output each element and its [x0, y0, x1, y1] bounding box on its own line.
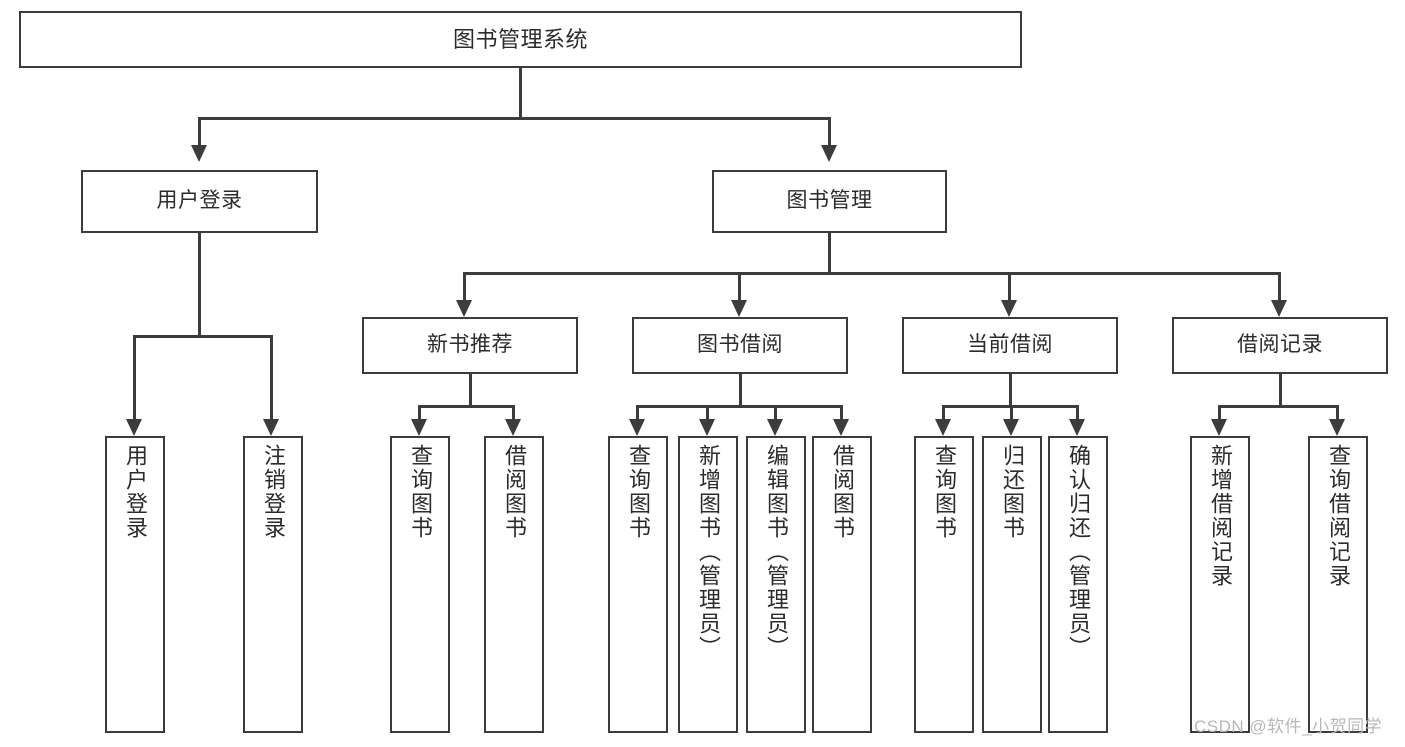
- node-label: 图书借阅: [697, 333, 783, 357]
- arrowhead-to-new-book-rec: [456, 300, 472, 317]
- connector-current-borrow-stem: [1009, 374, 1012, 406]
- arrowhead-to-book-borrow-leaf-3: [767, 419, 783, 436]
- connector-new-book-rec-stem: [469, 374, 472, 406]
- connector-to-user-login: [198, 117, 201, 145]
- connector-to-book-borrow-leaf-1: [636, 405, 639, 419]
- node-label: 借阅记录: [1237, 333, 1323, 357]
- node-label: 查询图书: [408, 444, 433, 540]
- connector-borrow-record-stem: [1279, 374, 1282, 406]
- leaf-add-borrow-record[interactable]: 新增借阅记录: [1190, 436, 1250, 733]
- leaf-borrow-book-rec[interactable]: 借阅图书: [484, 436, 544, 733]
- leaf-add-book-admin[interactable]: 新增图书（管理员）: [678, 436, 738, 733]
- arrowhead-to-borrow-record-leaf-2: [1329, 419, 1345, 436]
- connector-to-book-borrow-leaf-3: [774, 405, 777, 419]
- connector-to-current-borrow-leaf-1: [942, 405, 945, 419]
- node-label: 新书推荐: [427, 333, 513, 357]
- arrowhead-to-user-login-leaf-1: [126, 419, 142, 436]
- connector-to-current-borrow: [1008, 272, 1011, 300]
- arrowhead-to-borrow-record-leaf-1: [1211, 419, 1227, 436]
- leaf-logout[interactable]: 注销登录: [243, 436, 303, 733]
- arrowhead-to-current-borrow-leaf-1: [935, 419, 951, 436]
- connector-book-borrow-bus: [636, 405, 842, 408]
- node-label: 借阅图书: [830, 444, 855, 540]
- arrowhead-to-book-borrow-leaf-1: [629, 419, 645, 436]
- connector-to-borrow-record-leaf-2: [1336, 405, 1339, 419]
- connector-to-current-borrow-leaf-2: [1010, 405, 1013, 419]
- node-label: 新增图书（管理员）: [696, 444, 721, 660]
- connector-to-user-login-leaf-1: [133, 335, 136, 419]
- leaf-query-book-current[interactable]: 查询图书: [914, 436, 974, 733]
- node-label: 用户登录: [156, 189, 243, 213]
- connector-book-borrow-stem: [739, 374, 742, 406]
- connector-to-new-book-rec-leaf-2: [512, 405, 515, 419]
- leaf-query-borrow-record[interactable]: 查询借阅记录: [1308, 436, 1368, 733]
- node-label: 编辑图书（管理员）: [764, 444, 789, 660]
- node-label: 当前借阅: [967, 333, 1053, 357]
- connector-borrow-record-bus: [1218, 405, 1338, 408]
- node-book-borrow[interactable]: 图书借阅: [632, 317, 848, 374]
- connector-new-book-rec-bus: [418, 405, 514, 408]
- connector-level2-bus: [463, 272, 1280, 275]
- leaf-confirm-return-admin[interactable]: 确认归还（管理员）: [1048, 436, 1108, 733]
- arrowhead-to-current-borrow-leaf-3: [1069, 419, 1085, 436]
- node-borrow-record[interactable]: 借阅记录: [1172, 317, 1388, 374]
- connector-root-stem: [519, 68, 522, 118]
- node-new-book-recommendation[interactable]: 新书推荐: [362, 317, 578, 374]
- arrowhead-to-book-borrow: [731, 300, 747, 317]
- leaf-borrow-book[interactable]: 借阅图书: [812, 436, 872, 733]
- node-label: 查询借阅记录: [1326, 444, 1351, 588]
- arrowhead-to-book-borrow-leaf-4: [833, 419, 849, 436]
- leaf-query-book-rec[interactable]: 查询图书: [390, 436, 450, 733]
- connector-to-book-borrow-leaf-4: [840, 405, 843, 419]
- arrowhead-to-new-book-rec-leaf-2: [505, 419, 521, 436]
- leaf-edit-book-admin[interactable]: 编辑图书（管理员）: [746, 436, 806, 733]
- node-label: 借阅图书: [502, 444, 527, 540]
- node-label: 图书管理系统: [452, 26, 588, 52]
- leaf-return-book[interactable]: 归还图书: [982, 436, 1042, 733]
- node-label: 确认归还（管理员）: [1066, 444, 1091, 660]
- connector-to-book-borrow-leaf-2: [706, 405, 709, 419]
- connector-user-login-bus: [133, 335, 270, 338]
- node-label: 新增借阅记录: [1208, 444, 1233, 588]
- connector-to-current-borrow-leaf-3: [1076, 405, 1079, 419]
- connector-to-new-book-rec-leaf-1: [418, 405, 421, 419]
- connector-to-book-manage: [828, 117, 831, 145]
- node-label: 查询图书: [626, 444, 651, 540]
- node-root-book-management-system[interactable]: 图书管理系统: [19, 11, 1022, 68]
- csdn-watermark: CSDN @软件_小贺同学: [1194, 717, 1383, 736]
- arrowhead-to-current-borrow: [1001, 300, 1017, 317]
- node-label: 查询图书: [932, 444, 957, 540]
- node-current-borrow[interactable]: 当前借阅: [902, 317, 1118, 374]
- node-user-login[interactable]: 用户登录: [81, 170, 318, 233]
- connector-to-borrow-record: [1278, 272, 1281, 300]
- connector-to-new-book-rec: [463, 272, 466, 300]
- connector-user-login-stem: [198, 233, 201, 335]
- node-label: 注销登录: [261, 444, 286, 540]
- connector-to-borrow-record-leaf-1: [1218, 405, 1221, 419]
- connector-to-book-borrow: [738, 272, 741, 300]
- leaf-query-book-borrow[interactable]: 查询图书: [608, 436, 668, 733]
- arrowhead-to-user-login-leaf-2: [263, 419, 279, 436]
- connector-to-user-login-leaf-2: [270, 335, 273, 419]
- arrowhead-to-user-login: [191, 145, 207, 162]
- connector-level1-bus: [198, 117, 830, 120]
- connector-book-manage-stem: [828, 233, 831, 273]
- arrowhead-to-book-borrow-leaf-2: [699, 419, 715, 436]
- arrowhead-to-book-manage: [821, 145, 837, 162]
- leaf-user-login[interactable]: 用户登录: [105, 436, 165, 733]
- node-label: 归还图书: [1000, 444, 1025, 540]
- node-label: 用户登录: [123, 444, 148, 540]
- node-label: 图书管理: [786, 189, 873, 213]
- arrowhead-to-borrow-record: [1271, 300, 1287, 317]
- arrowhead-to-current-borrow-leaf-2: [1003, 419, 1019, 436]
- node-book-management[interactable]: 图书管理: [712, 170, 947, 233]
- arrowhead-to-new-book-rec-leaf-1: [411, 419, 427, 436]
